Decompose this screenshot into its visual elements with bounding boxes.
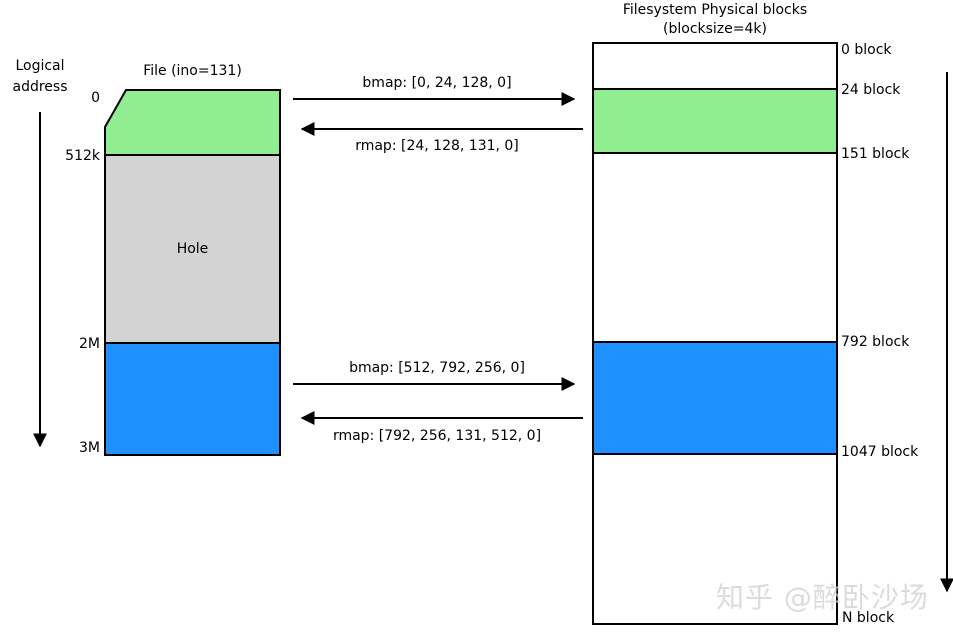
fs-block-label-1047: 1047 block bbox=[841, 444, 919, 460]
bottom-bmap-label: bmap: [512, 792, 256, 0] bbox=[349, 360, 525, 376]
logical-address-label: Logical address bbox=[12, 58, 68, 95]
fs-subtitle: (blocksize=4k) bbox=[663, 21, 767, 37]
fs-block-label-n: N block bbox=[842, 610, 895, 626]
file-offset-0: 0 bbox=[91, 90, 100, 106]
fs-box-outline bbox=[592, 42, 838, 625]
bottom-rmap-label: rmap: [792, 256, 131, 512, 0] bbox=[332, 428, 542, 444]
fs-extent-green bbox=[593, 89, 837, 153]
file-box-outline bbox=[104, 89, 281, 456]
file-title: File (ino=131) bbox=[143, 63, 242, 79]
file-offset-512k: 512k bbox=[65, 148, 100, 164]
fs-block-label-792: 792 block bbox=[841, 334, 910, 350]
file-hole-gray bbox=[105, 155, 280, 343]
top-rmap-label: rmap: [24, 128, 131, 0] bbox=[355, 138, 519, 154]
file-offset-3m: 3M bbox=[79, 440, 100, 456]
fs-block-label-24: 24 block bbox=[841, 82, 901, 98]
fs-block-label-0: 0 block bbox=[841, 42, 892, 58]
watermark: 知乎 @醉卧沙场 bbox=[716, 581, 929, 614]
file-extent-2-blue bbox=[105, 343, 280, 455]
file-offset-2m: 2M bbox=[79, 336, 100, 352]
hole-label: Hole bbox=[176, 241, 209, 257]
fs-block-label-151: 151 block bbox=[841, 146, 910, 162]
top-bmap-label: bmap: [0, 24, 128, 0] bbox=[362, 75, 512, 91]
fs-extent-blue bbox=[593, 342, 837, 454]
fs-title: Filesystem Physical blocks bbox=[622, 2, 808, 18]
file-extent-1-green bbox=[105, 90, 280, 155]
